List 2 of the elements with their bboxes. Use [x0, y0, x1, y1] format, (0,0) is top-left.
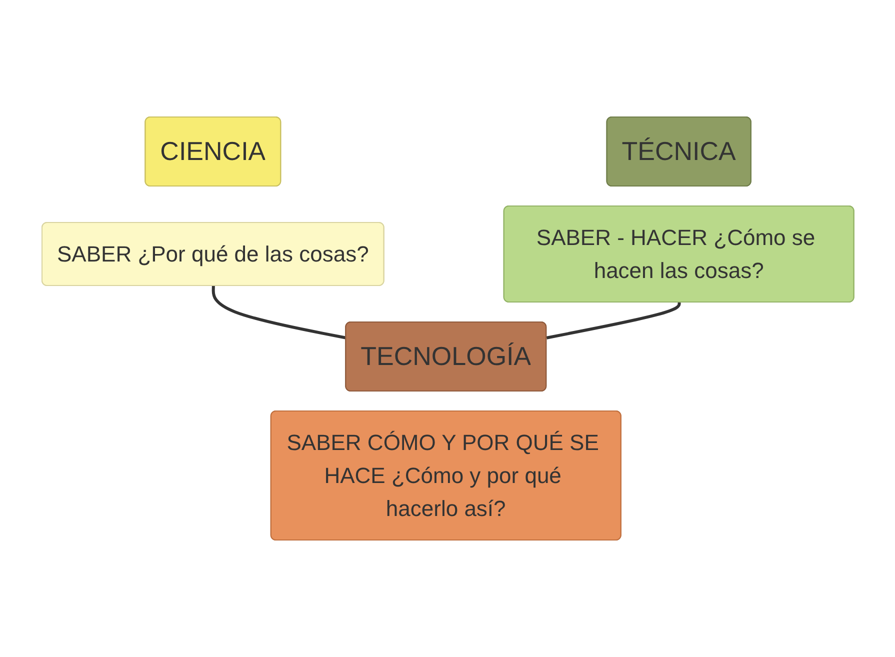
connector [546, 302, 680, 340]
connector [211, 286, 346, 340]
